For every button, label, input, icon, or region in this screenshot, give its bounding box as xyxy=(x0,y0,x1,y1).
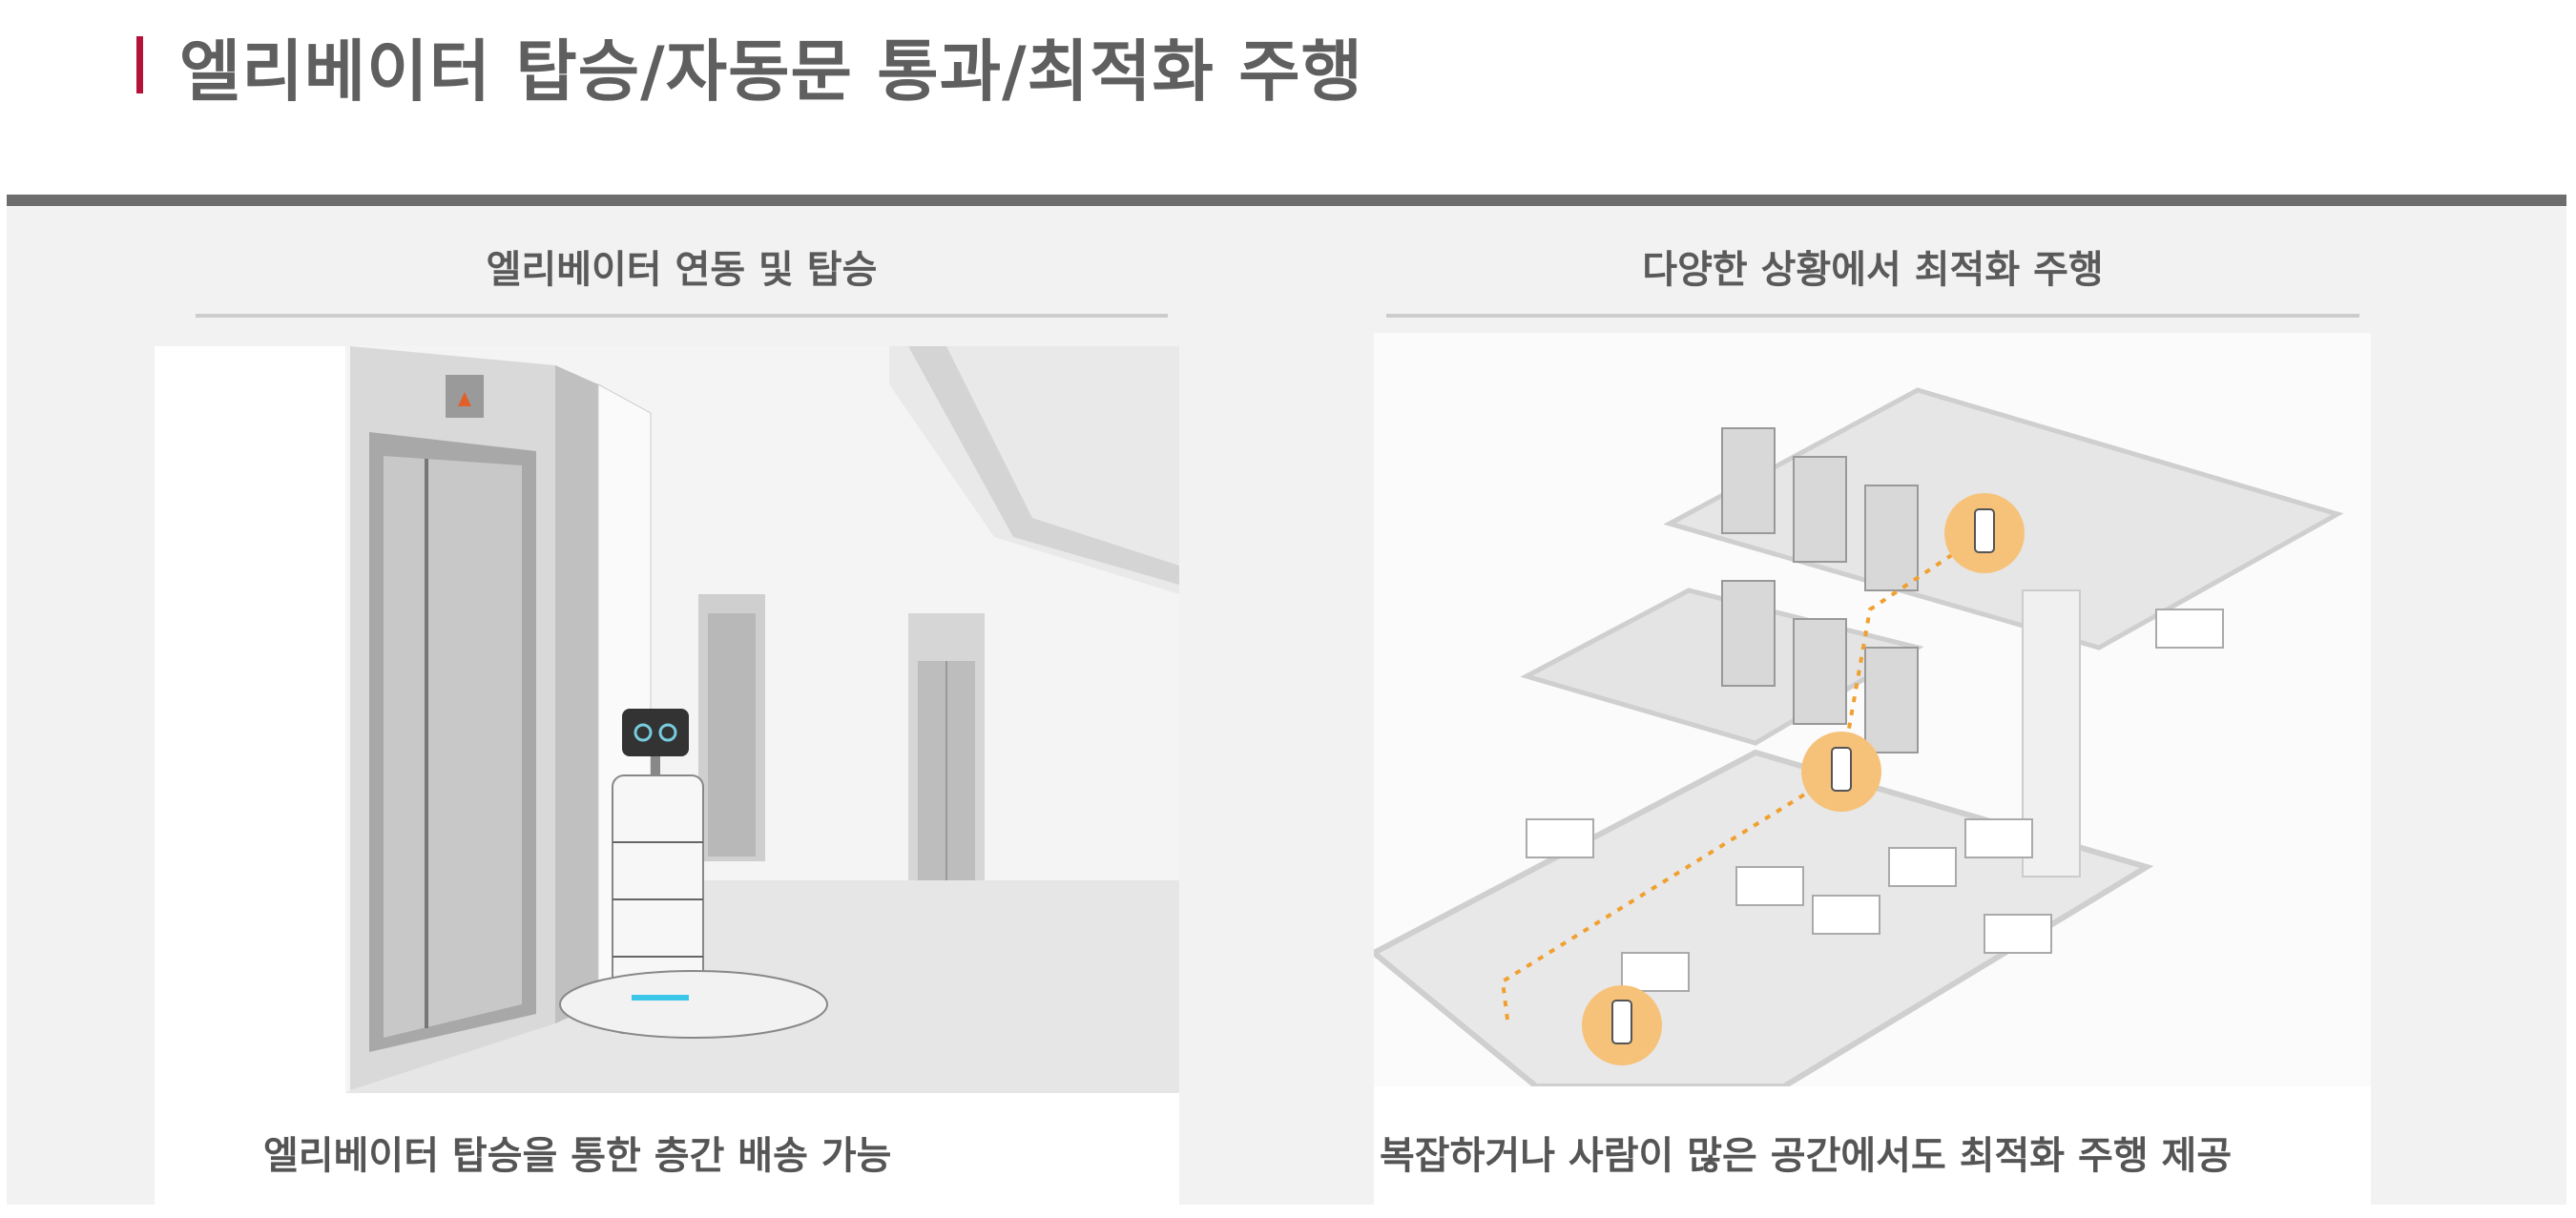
panel-caption-elevator: 엘리베이터 탑승을 통한 층간 배송 가능 xyxy=(263,1134,892,1178)
robot-illustration xyxy=(559,709,828,1039)
panel-heading-navigation: 다양한 상황에서 최적화 주행 xyxy=(1642,248,2104,292)
panel-caption-navigation: 복잡하거나 사람이 많은 공간에서도 최적화 주행 제공 xyxy=(1380,1134,2233,1178)
header-divider-band xyxy=(7,195,2566,206)
robot-marker xyxy=(1582,985,1662,1065)
robot-marker xyxy=(1801,732,1881,812)
heading-divider xyxy=(1386,314,2359,318)
title-accent-bar xyxy=(136,36,143,93)
heading-divider xyxy=(196,314,1168,318)
robot-marker xyxy=(1944,493,2025,573)
panel-heading-elevator: 엘리베이터 연동 및 탑승 xyxy=(486,248,878,292)
elevator-hall-robot-image xyxy=(155,346,1179,1093)
page-title: 엘리베이터 탑승/자동문 통과/최적화 주행 xyxy=(179,32,1364,111)
isometric-building-route-image xyxy=(1374,333,2371,1086)
